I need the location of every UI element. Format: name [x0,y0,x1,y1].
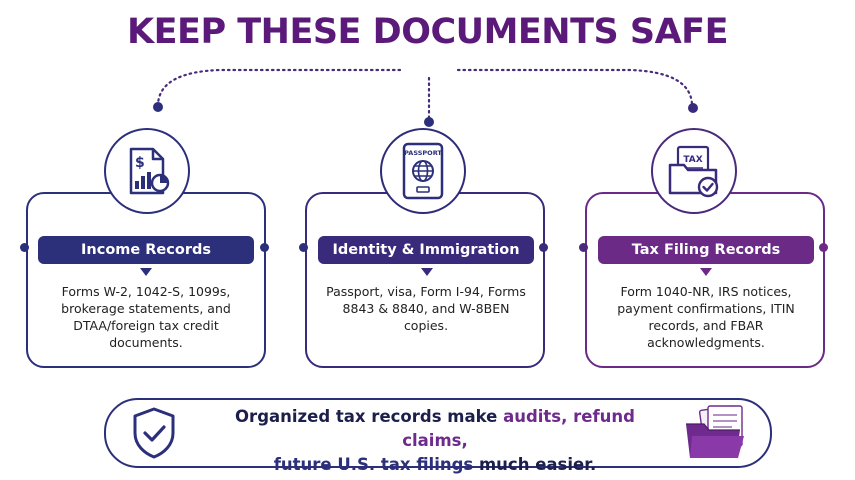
pointer-arrow [140,268,152,276]
shield-check-icon [128,405,180,465]
card-income-records [26,192,266,368]
financial-report-icon: $ [104,128,190,214]
card-side-dot [539,243,548,252]
pointer-arrow [421,268,433,276]
income-records-label: Income Records [38,236,254,264]
page-title: KEEP THESE DOCUMENTS SAFE [127,12,728,52]
passport-icon: PASSPORT [380,128,466,214]
banner-text-post: much easier. [473,455,597,474]
card-side-dot [260,243,269,252]
banner-message: Organized tax records make audits, refun… [200,405,670,477]
tax-folder-icon: TAX [651,128,737,214]
passport-icon-text: PASSPORT [404,149,442,157]
documents-folder-icon [682,402,758,468]
pointer-arrow [700,268,712,276]
tax-filing-records-label: Tax Filing Records [598,236,814,264]
banner-highlight-2: future U.S. tax filings [273,455,474,474]
summary-banner [104,398,772,468]
card-side-dot [20,243,29,252]
card-side-dot [819,243,828,252]
card-side-dot [579,243,588,252]
identity-immigration-label: Identity & Immigration [318,236,534,264]
svg-text:$: $ [135,155,145,171]
card-side-dot [299,243,308,252]
card-identity-immigration [305,192,545,368]
tax-filing-records-description: Form 1040-NR, IRS notices, payment confi… [617,284,795,350]
banner-text-pre: Organized tax records make [235,407,504,426]
identity-immigration-description: Passport, visa, Form I-94, Forms 8843 & … [326,284,526,333]
income-records-description: Forms W-2, 1042-S, 1099s, brokerage stat… [61,284,231,350]
tax-icon-text: TAX [683,155,702,165]
banner-highlight-1: audits, refund claims, [402,407,635,450]
